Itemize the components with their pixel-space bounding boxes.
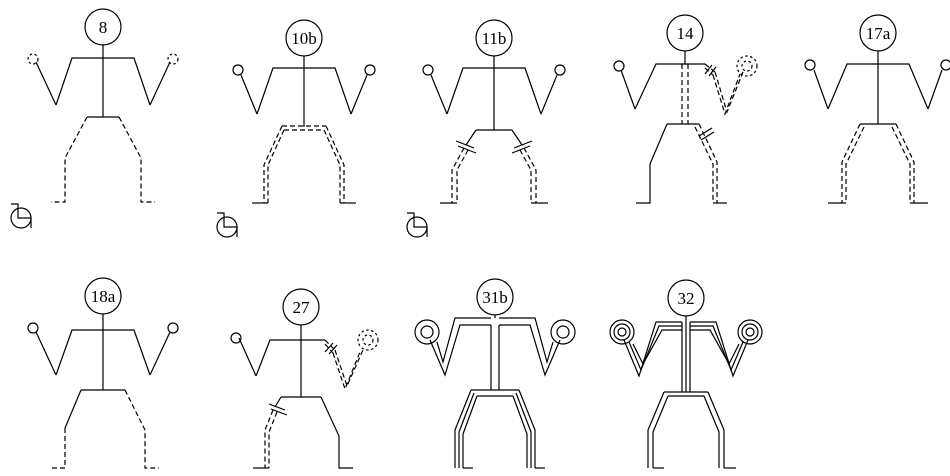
- hip-lines: [664, 392, 708, 396]
- left-hand-circle: [423, 65, 433, 75]
- figure-18a: 18a: [28, 278, 178, 468]
- figure-label: 14: [677, 24, 695, 43]
- torso-double-dashed: [682, 64, 688, 124]
- right-leg-double: [704, 392, 736, 468]
- body-lines: [431, 56, 557, 130]
- right-hand-double-circle: [551, 320, 575, 344]
- legs-upper-single: [466, 130, 522, 145]
- right-leg-single: [321, 397, 353, 468]
- figure-label: 32: [678, 289, 695, 308]
- left-hand-circle: [805, 60, 815, 70]
- figure-label: 18a: [91, 287, 116, 306]
- body-lines: [621, 51, 705, 124]
- hip-lines: [471, 390, 519, 396]
- left-hand-circle: [28, 323, 38, 333]
- figure-8: 8: [11, 9, 178, 228]
- right-leg-dashed: [125, 390, 159, 468]
- figure-label: 8: [99, 18, 108, 37]
- figure-11b: 11b: [407, 20, 565, 237]
- figure-17a: 17a: [805, 15, 950, 203]
- figure-27: 27: [231, 289, 378, 468]
- legs-dashed: [51, 117, 155, 202]
- figure-32: 32: [610, 280, 762, 468]
- right-arm-double-dashed: [325, 340, 363, 389]
- right-hand-circle: [168, 323, 178, 333]
- left-hand-triple-circle: [610, 320, 634, 344]
- left-leg: [51, 390, 81, 468]
- left-leg-triple: [455, 390, 477, 468]
- figure-label: 31b: [482, 288, 508, 307]
- figure-label: 10b: [291, 29, 317, 48]
- right-leg-double-dashed: [695, 124, 727, 203]
- figure-label: 27: [293, 298, 311, 317]
- wheelchair-icon: [217, 213, 237, 237]
- right-arm-double-dashed: [705, 64, 743, 114]
- left-leg-double: [648, 392, 668, 468]
- left-hand-circle: [233, 65, 243, 75]
- left-hand-circle: [614, 61, 624, 71]
- arms-double: [430, 318, 560, 375]
- body-lines: [814, 51, 942, 124]
- left-leg-single: [636, 124, 667, 203]
- body-lines: [241, 56, 367, 127]
- right-leg-triple: [513, 390, 545, 468]
- torso-triple: [682, 316, 690, 392]
- legs-double-dashed: [252, 126, 356, 203]
- right-hand-circle: [365, 65, 375, 75]
- left-leg-double-dashed: [253, 397, 287, 468]
- right-hand-triple-circle: [738, 320, 762, 344]
- right-hand-double-dotted: [358, 330, 378, 350]
- wheelchair-icon: [11, 204, 31, 228]
- wheelchair-icon: [407, 213, 427, 237]
- figure-31b: 31b: [415, 279, 575, 468]
- legs-double-dashed: [828, 124, 928, 203]
- right-hand-dotted: [168, 54, 178, 64]
- figure-14: 14: [614, 15, 757, 203]
- torso-double: [491, 315, 499, 390]
- figure-label: 17a: [866, 24, 891, 43]
- body-lines: [239, 325, 325, 397]
- body-lines: [36, 314, 170, 390]
- right-hand-double-dotted: [737, 56, 757, 76]
- right-hand-circle: [941, 60, 950, 70]
- right-hand-circle: [555, 65, 565, 75]
- figure-label: 11b: [482, 29, 507, 48]
- legs-double-dashed: [440, 148, 548, 203]
- figure-10b: 10b: [217, 20, 375, 237]
- body-lines: [36, 45, 170, 117]
- left-hand-double-circle: [415, 320, 439, 344]
